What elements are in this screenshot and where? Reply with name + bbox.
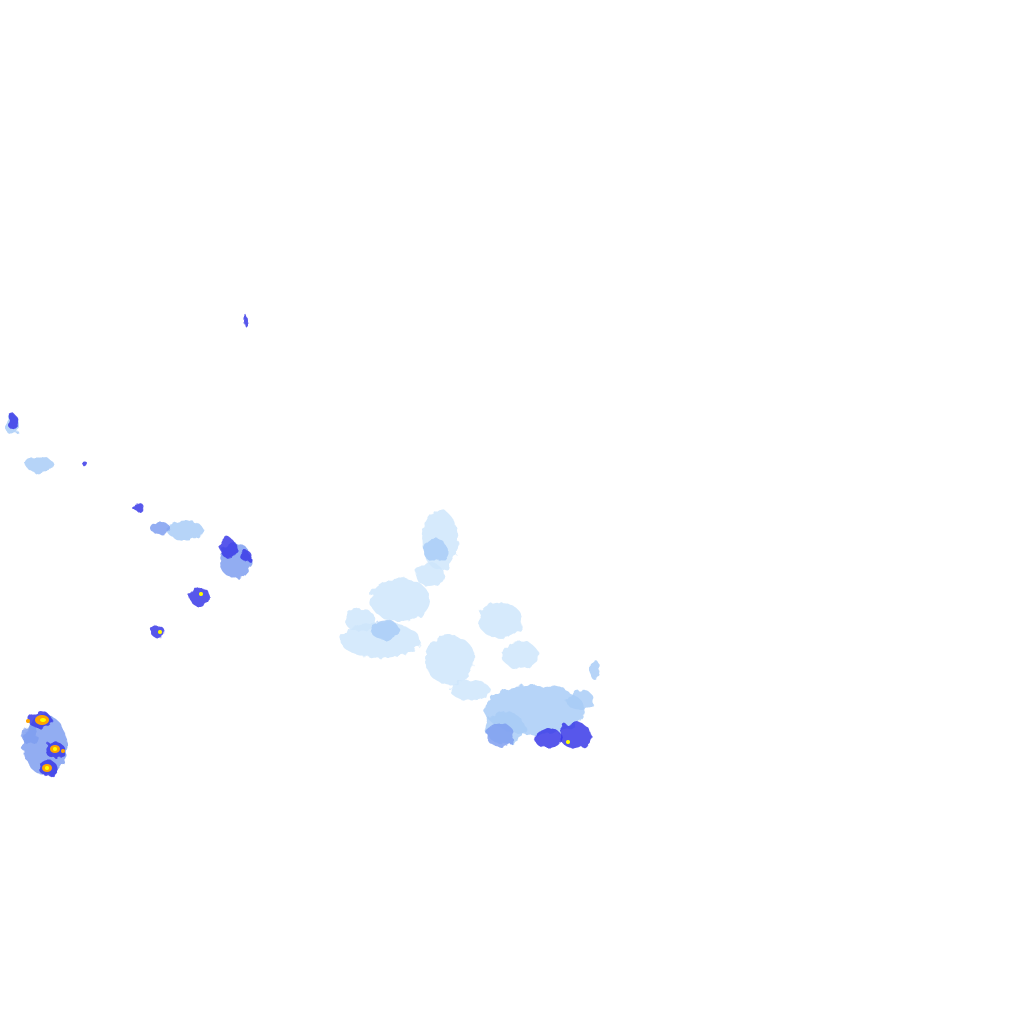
- precip-cell: [26, 719, 30, 723]
- precip-cell: [190, 587, 210, 607]
- precip-cell: [478, 602, 522, 638]
- precip-cell: [158, 630, 162, 634]
- precip-cell: [425, 635, 475, 685]
- precip-cell: [53, 747, 57, 751]
- precip-cell: [61, 749, 65, 753]
- precip-cell: [22, 725, 38, 745]
- precipitation-layer: [5, 314, 600, 776]
- precip-cell: [486, 723, 514, 747]
- precip-cell: [167, 520, 203, 540]
- precip-cell: [40, 718, 46, 722]
- precip-very-light: [340, 510, 538, 700]
- precip-extreme-core: [40, 592, 570, 770]
- precip-cell: [534, 728, 562, 748]
- precip-cell: [559, 722, 591, 748]
- precip-cell: [502, 641, 538, 669]
- precip-cell: [220, 538, 236, 558]
- precip-cell: [566, 690, 594, 710]
- precip-cell: [243, 314, 247, 326]
- precip-cell: [370, 578, 430, 622]
- precip-cell: [45, 766, 49, 770]
- precip-cell: [590, 660, 600, 680]
- precip-cell: [371, 620, 399, 640]
- precip-cell: [240, 551, 252, 561]
- precip-cell: [132, 503, 144, 511]
- precip-cell: [450, 680, 490, 700]
- precip-cell: [566, 740, 570, 744]
- precip-cell: [199, 592, 203, 596]
- precip-cell: [150, 522, 170, 534]
- precip-light: [5, 415, 600, 744]
- precip-cell: [83, 463, 89, 467]
- precip-cell: [423, 538, 447, 562]
- precip-cell: [416, 563, 444, 587]
- precip-cell: [8, 414, 18, 430]
- precip-cell: [26, 457, 54, 473]
- precip-moderate: [22, 522, 514, 775]
- precip-cell: [345, 608, 375, 632]
